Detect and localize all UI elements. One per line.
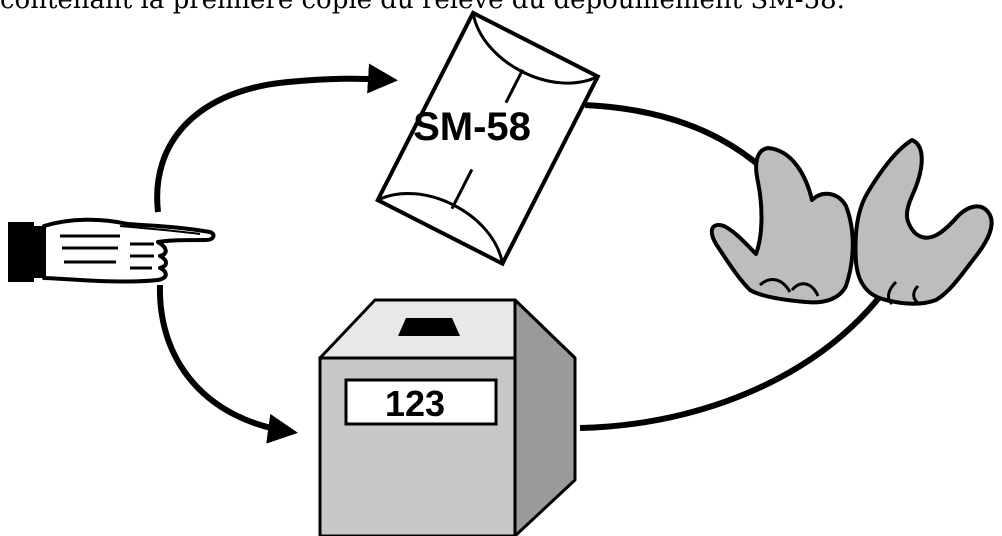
ballot-box-label: 123 (385, 383, 445, 424)
open-hands-icon (709, 138, 994, 306)
envelope-icon (375, 10, 601, 267)
envelope-label: SM-58 (413, 105, 531, 149)
ballot-box-label-panel (344, 378, 498, 426)
ballot-box-icon (318, 298, 577, 536)
pointing-hand-icon (8, 217, 216, 284)
arrow-hand-to-envelope (154, 63, 398, 213)
caption-text: contenant la première copie du relevé du… (0, 0, 1002, 14)
arrow-hand-to-ballot-box (156, 284, 298, 444)
